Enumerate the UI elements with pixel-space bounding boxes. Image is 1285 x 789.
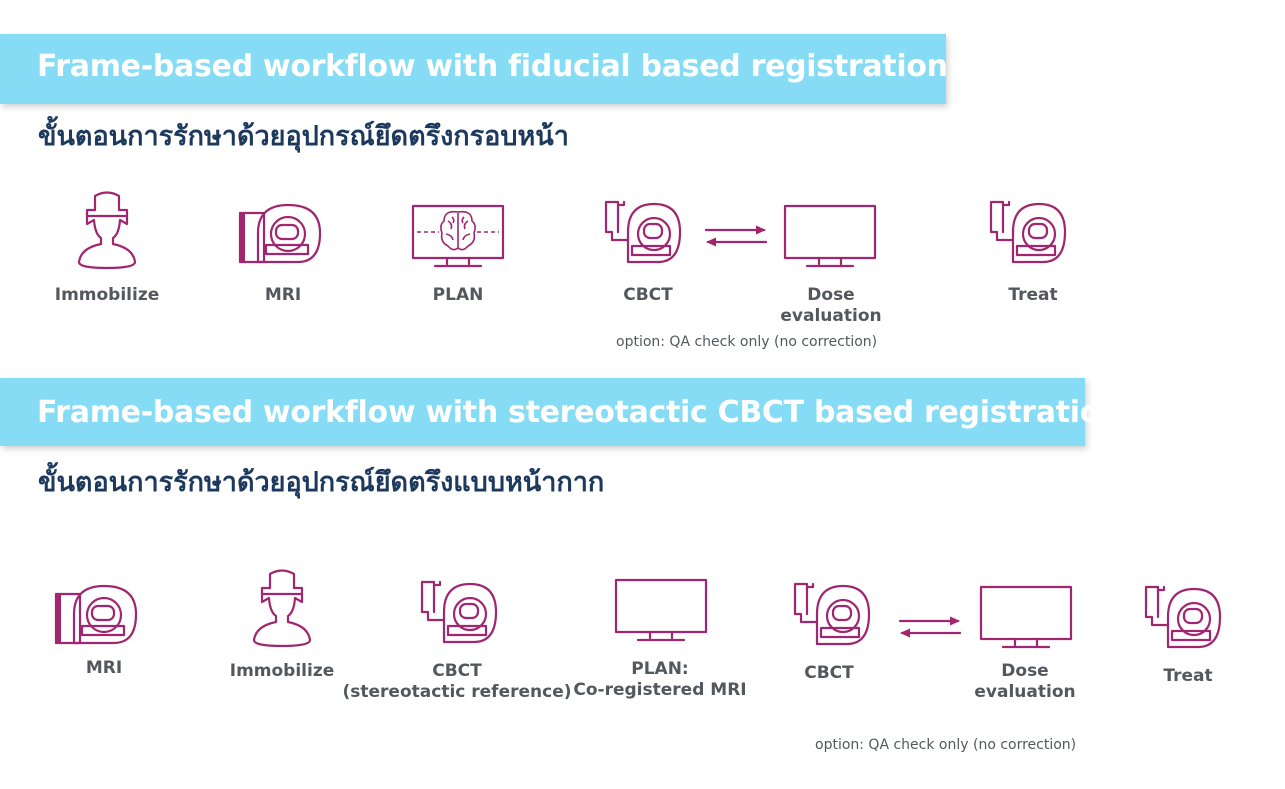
monitor-icon — [783, 204, 877, 268]
section1-title: Frame-based workflow with fiducial based… — [37, 49, 948, 84]
head-frame-icon — [251, 568, 313, 648]
step-label: PLAN — [432, 285, 484, 305]
treatment-machine-icon — [1142, 585, 1222, 649]
step-label: Treat — [1163, 666, 1213, 686]
section1-banner: Frame-based workflow with fiducial based… — [0, 34, 948, 104]
monitor-icon — [979, 585, 1073, 649]
mri-scanner-icon — [238, 203, 322, 265]
step-label: Dose evaluation — [780, 285, 882, 326]
step-label: CBCT — [804, 663, 854, 683]
step-label: CBCT (stereotactic reference) — [342, 661, 572, 702]
head-frame-icon — [76, 190, 138, 270]
option-note: option: QA check only (no correction) — [815, 737, 1077, 753]
treatment-machine-icon — [987, 200, 1067, 264]
step-label: PLAN: Co-registered MRI — [573, 659, 747, 700]
cbct-scanner-icon — [602, 200, 682, 264]
step-label: Immobilize — [54, 285, 160, 305]
brain-monitor-icon — [411, 204, 505, 268]
cbct-scanner-icon — [791, 582, 871, 646]
section2-subtitle: ขั้นตอนการรักษาด้วยอุปกรณ์ยึดตรึงแบบหน้า… — [38, 467, 605, 498]
step-label: Dose evaluation — [974, 661, 1076, 702]
section1-subtitle: ขั้นตอนการรักษาด้วยอุปกรณ์ยึดตรึงกรอบหน้… — [38, 121, 569, 152]
section2-title: Frame-based workflow with stereotactic C… — [37, 395, 1122, 430]
step-label: MRI — [264, 285, 302, 305]
mri-scanner-icon — [54, 584, 138, 646]
monitor-icon — [614, 578, 708, 642]
option-note: option: QA check only (no correction) — [616, 334, 878, 350]
cbct-scanner-icon — [418, 580, 498, 644]
bidirectional-arrows-icon — [704, 224, 768, 248]
step-label: Treat — [1008, 285, 1058, 305]
section2-banner: Frame-based workflow with stereotactic C… — [0, 378, 1121, 446]
step-label: CBCT — [623, 285, 673, 305]
step-label: MRI — [85, 658, 123, 678]
bidirectional-arrows-icon — [898, 615, 962, 639]
step-label: Immobilize — [229, 661, 335, 681]
